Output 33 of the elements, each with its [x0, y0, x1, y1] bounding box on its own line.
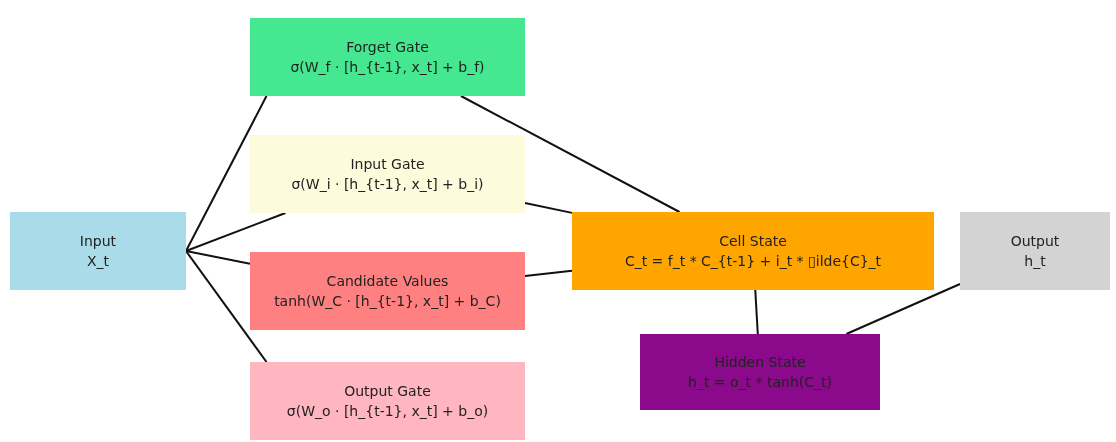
connector-line — [524, 269, 573, 277]
node-title: Cell State — [719, 231, 787, 251]
formula-text: σ(W_o · [h_{t-1}, x_t] + b_o) — [286, 402, 489, 421]
connector-line — [185, 250, 268, 363]
process-box — [960, 212, 1110, 290]
node-title: Output — [1010, 231, 1060, 251]
process-box — [250, 18, 525, 96]
node-title: Hidden State — [714, 352, 806, 372]
connector-line — [524, 201, 573, 214]
connector-line — [185, 250, 251, 265]
connector-line — [185, 95, 268, 252]
formula-text: h_t — [1024, 252, 1046, 271]
formula-text: X_t — [86, 252, 110, 271]
process-box — [640, 334, 880, 410]
process-box — [572, 212, 934, 290]
formula-text: σ(W_i · [h_{t-1}, x_t] + b_i) — [291, 175, 484, 194]
node-title: Candidate Values — [326, 271, 449, 291]
formula-text: h_t = o_t * tanh(C_t) — [688, 373, 832, 392]
node-title: Input Gate — [350, 154, 425, 174]
formula-text: σ(W_f · [h_{t-1}, x_t] + b_f) — [290, 58, 485, 77]
node-title: Output Gate — [344, 381, 431, 401]
process-box — [250, 135, 525, 213]
process-box — [250, 252, 525, 330]
node-title: Forget Gate — [346, 37, 429, 57]
connector-line — [185, 212, 287, 252]
process-box — [250, 362, 525, 440]
process-box — [10, 212, 186, 290]
connector-line — [460, 95, 681, 213]
connector-line — [754, 289, 759, 335]
connector-line — [845, 283, 961, 335]
formula-text: tanh(W_C · [h_{t-1}, x_t] + b_C) — [274, 292, 501, 311]
node-title: Input — [79, 231, 117, 251]
formula-text: C_t = f_t * C_{t-1} + i_t * ▯ilde{C}_t — [624, 252, 882, 271]
